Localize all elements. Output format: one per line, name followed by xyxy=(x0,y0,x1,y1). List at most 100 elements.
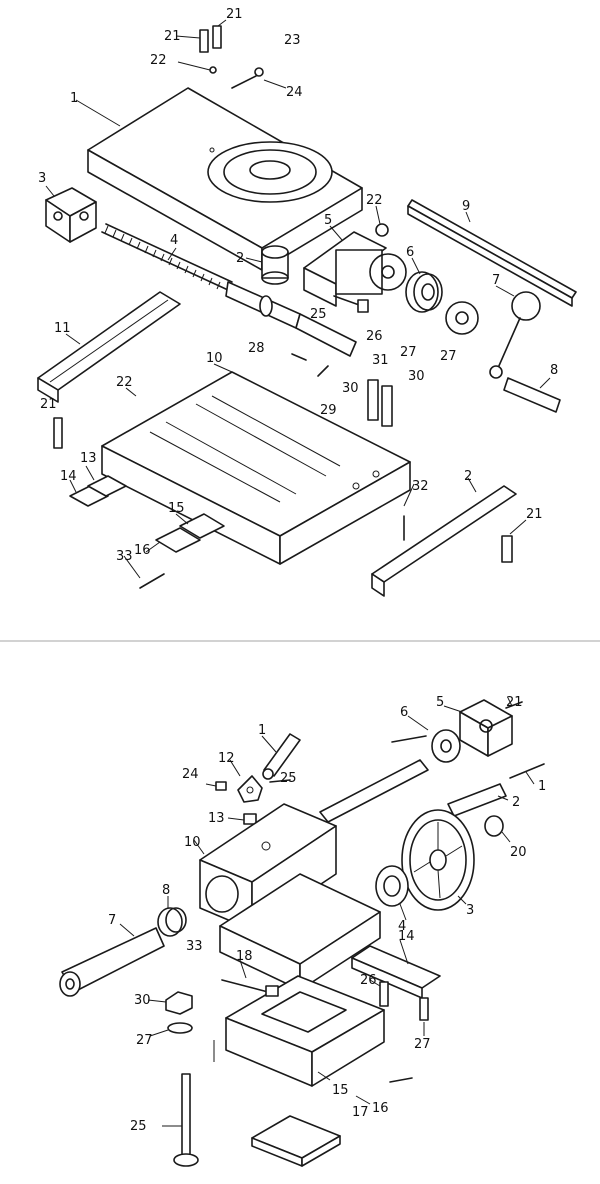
callout: 25 xyxy=(130,1119,147,1134)
callout: 30 xyxy=(134,993,151,1008)
callout: 7 xyxy=(492,273,500,288)
callout: 2 xyxy=(512,795,520,810)
part-4-dial xyxy=(375,865,409,907)
callout: 21 xyxy=(40,397,57,412)
callout: 10 xyxy=(184,835,201,850)
callout: 22 xyxy=(150,53,167,68)
bottom-callout-labels: 1 1 2 3 4 5 6 7 8 10 12 13 14 16 17 18 2… xyxy=(108,695,546,1134)
part-3-handwheel xyxy=(401,809,475,911)
callout: 2 xyxy=(464,469,472,484)
callout: 29 xyxy=(320,403,337,418)
bottom-leader-lines xyxy=(119,697,535,1127)
part-6-bearing xyxy=(405,271,443,313)
callout: 33 xyxy=(186,939,203,954)
callout: 22 xyxy=(366,193,383,208)
callout: 24 xyxy=(286,85,303,100)
callout: 21 xyxy=(164,29,181,44)
part-9-gib xyxy=(407,199,577,307)
callout: 1 xyxy=(70,91,78,106)
part-shaft xyxy=(319,729,461,823)
part-7-sleeve xyxy=(59,927,165,997)
part-8-collar xyxy=(157,907,187,937)
callout: 21 xyxy=(526,507,543,522)
callout: 27 xyxy=(400,345,417,360)
callout: 5 xyxy=(324,213,332,228)
callout: 3 xyxy=(466,903,474,918)
callout: 32 xyxy=(412,479,429,494)
part-17-plate xyxy=(251,1115,341,1167)
callout: 1 xyxy=(538,779,546,794)
part-14-arm xyxy=(351,945,441,1007)
callout: 4 xyxy=(398,919,406,934)
part-1-handle xyxy=(262,733,301,780)
callout: 30 xyxy=(342,381,359,396)
callout: 21 xyxy=(226,7,243,22)
part-13-14-plates xyxy=(69,475,225,553)
callout: 10 xyxy=(206,351,223,366)
part-18-pin xyxy=(221,979,279,997)
callout: 5 xyxy=(436,695,444,710)
part-26-screw xyxy=(333,295,369,313)
callout: 24 xyxy=(182,767,199,782)
callout: 28 xyxy=(248,341,265,356)
top-leader-lines xyxy=(45,19,551,579)
callout: 27 xyxy=(136,1033,153,1048)
part-10-cross-slide xyxy=(101,371,411,565)
part-11-gib-left xyxy=(37,291,181,403)
callout: 16 xyxy=(372,1101,389,1116)
callout: 27 xyxy=(414,1037,431,1052)
top-exploded-diagram: 1 2 3 4 5 6 7 8 9 10 11 13 14 15 16 21 2… xyxy=(37,7,577,597)
part-screws-bottom xyxy=(53,353,513,589)
callout: 25 xyxy=(280,771,297,786)
part-5-bracket-plate xyxy=(459,699,513,757)
callout: 14 xyxy=(398,929,415,944)
top-callout-labels: 1 2 3 4 5 6 7 8 9 10 11 13 14 15 16 21 2… xyxy=(38,7,558,564)
callout: 12 xyxy=(218,751,235,766)
part-27-dial xyxy=(445,301,479,335)
callout: 4 xyxy=(170,233,178,248)
callout: 13 xyxy=(208,811,225,826)
callout: 27 xyxy=(440,349,457,364)
callout: 6 xyxy=(400,705,408,720)
callout: 31 xyxy=(372,353,389,368)
callout: 26 xyxy=(366,329,383,344)
callout: 8 xyxy=(550,363,558,378)
part-3-block xyxy=(45,187,97,243)
callout: 30 xyxy=(408,369,425,384)
part-21-screw xyxy=(505,701,523,709)
part-12-gib-right xyxy=(371,485,517,597)
part-screws-top xyxy=(199,25,264,89)
callout: 6 xyxy=(406,245,414,260)
callout: 1 xyxy=(258,723,266,738)
callout: 16 xyxy=(134,543,151,558)
callout: 3 xyxy=(38,171,46,186)
callout: 15 xyxy=(332,1083,349,1098)
part-1-top-slide xyxy=(87,87,363,271)
callout: 7 xyxy=(108,913,116,928)
callout: 22 xyxy=(116,375,133,390)
part-20-nut xyxy=(484,815,504,837)
part-13-lower-block xyxy=(225,975,385,1087)
callout: 11 xyxy=(54,321,71,336)
callout: 23 xyxy=(284,33,301,48)
part-30-nut xyxy=(165,991,193,1034)
part-25-bolt xyxy=(173,1040,215,1167)
part-base-body xyxy=(219,873,381,991)
callout: 15 xyxy=(168,501,185,516)
part-5-bracket xyxy=(303,223,407,307)
callout: 14 xyxy=(60,469,77,484)
part-2-splined-shaft xyxy=(447,763,545,817)
callout: 2 xyxy=(236,251,244,266)
callout: 8 xyxy=(162,883,170,898)
callout: 33 xyxy=(116,549,133,564)
callout: 25 xyxy=(310,307,327,322)
callout: 18 xyxy=(236,949,253,964)
part-2-bushing xyxy=(261,245,289,285)
part-4-lead-screw xyxy=(101,223,357,357)
bottom-exploded-diagram: 1 1 2 3 4 5 6 7 8 10 12 13 14 16 17 18 2… xyxy=(59,695,546,1167)
callout: 9 xyxy=(462,199,470,214)
part-26-27-screws xyxy=(389,997,429,1083)
callout: 21 xyxy=(506,695,523,710)
